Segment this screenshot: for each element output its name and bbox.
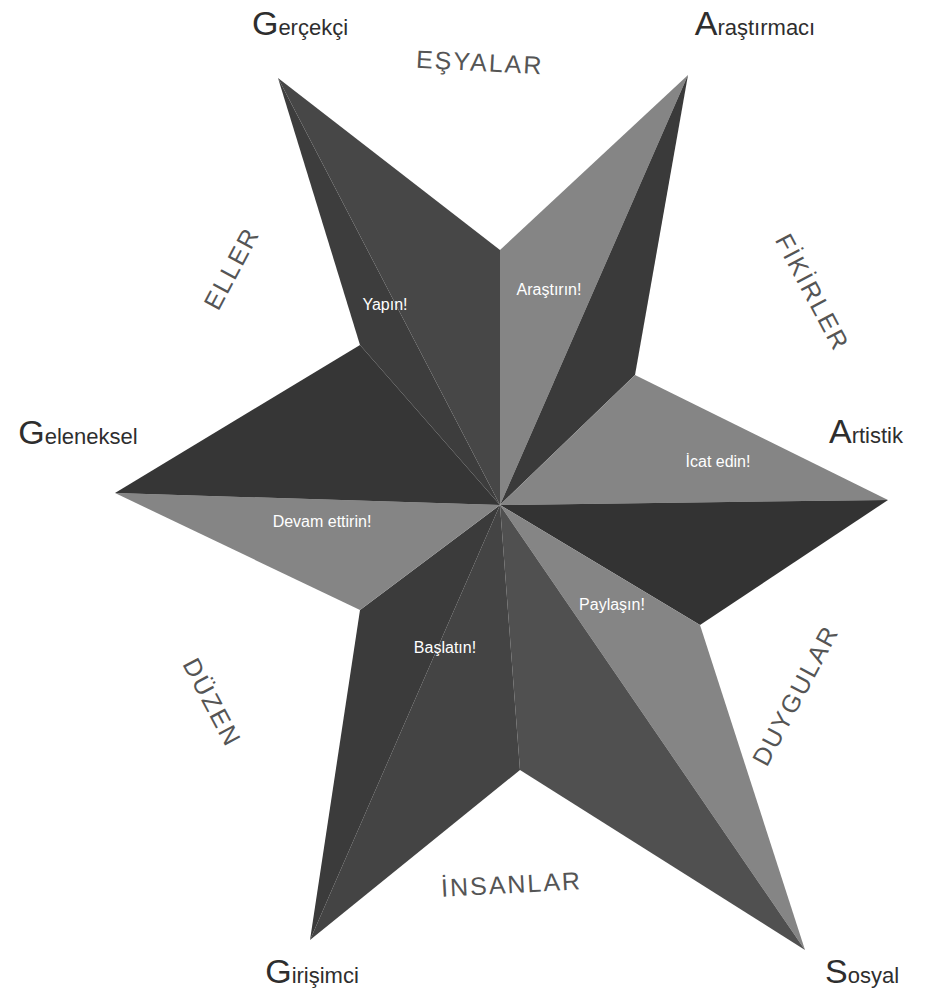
side-label: ELLER: [198, 222, 265, 314]
corner-label: Geleneksel: [18, 413, 137, 452]
side-label: EŞYALAR: [416, 44, 545, 79]
point-label: Araştırın!: [517, 281, 582, 299]
corner-label: Girişimci: [265, 952, 359, 991]
corner-label: Artistik: [829, 412, 903, 451]
side-label: DÜZEN: [177, 653, 248, 751]
point-label: Başlatın!: [414, 639, 476, 657]
point-label: Paylaşın!: [579, 596, 645, 614]
point-label: Devam ettirin!: [273, 513, 372, 531]
point-label: İcat edin!: [686, 453, 751, 471]
corner-label: Sosyal: [825, 952, 899, 991]
side-label: DUYGULAR: [746, 620, 844, 770]
star-facet: [115, 493, 500, 610]
side-label: FİKİRLER: [769, 229, 855, 356]
point-label: Yapın!: [362, 296, 407, 314]
corner-label: Gerçekçi: [252, 4, 348, 43]
corner-label: Araştırmacı: [695, 4, 815, 43]
side-label: İNSANLAR: [441, 866, 583, 902]
star-facet: [115, 345, 500, 505]
